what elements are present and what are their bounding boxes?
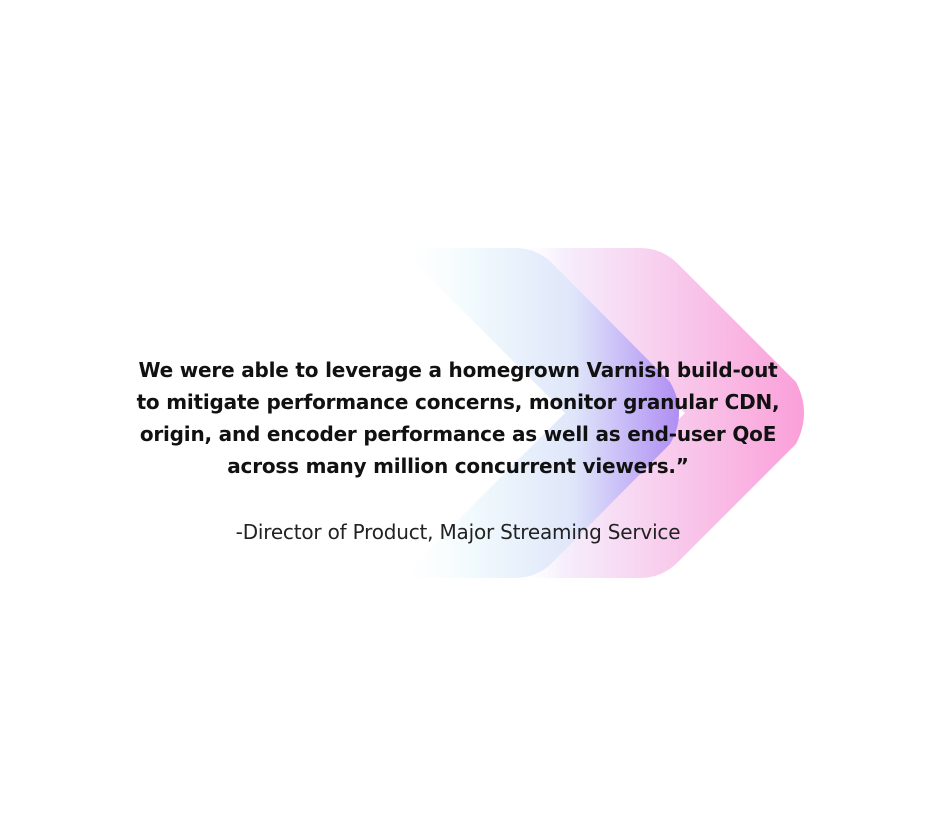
quote-line: across many million concurrent viewers.”: [227, 454, 689, 478]
testimonial-quote: We were able to leverage a homegrown Var…: [118, 354, 798, 482]
quote-line: to mitigate performance concerns, monito…: [136, 390, 780, 414]
quote-line: origin, and encoder performance as well …: [139, 422, 777, 446]
quote-attribution: -Director of Product, Major Streaming Se…: [235, 520, 681, 544]
chevron-front: [400, 248, 679, 578]
chevron-back: [520, 248, 804, 578]
quote-line: We were able to leverage a homegrown Var…: [138, 358, 778, 382]
